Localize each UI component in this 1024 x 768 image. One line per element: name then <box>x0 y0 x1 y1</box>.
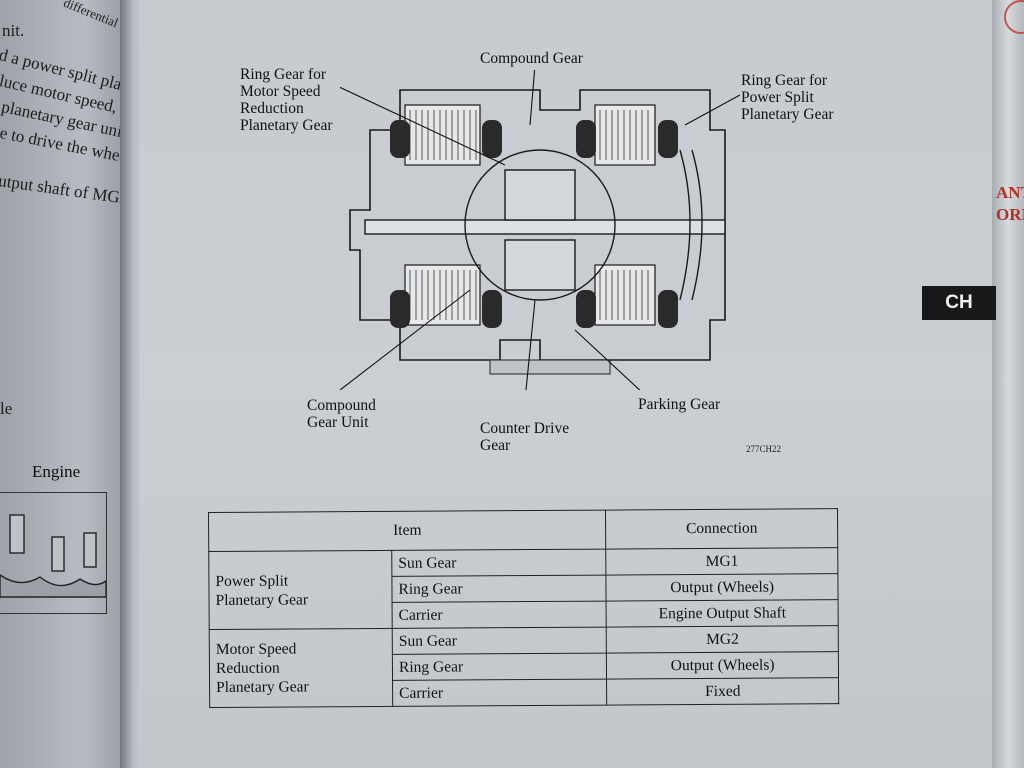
part-cell: Sun Gear <box>391 549 607 577</box>
table-header-row: Item Connection <box>208 508 838 552</box>
left-text-line: le <box>0 399 13 418</box>
connection-cell: MG1 <box>606 547 838 576</box>
callout-line: Gear Unit <box>307 414 369 431</box>
callout-compound-gear: Compound Gear <box>480 50 583 67</box>
left-text-line: utput shaft of MG2, <box>0 170 134 209</box>
figure-code: 277CH22 <box>746 444 782 454</box>
header-item: Item <box>208 510 607 552</box>
connection-cell: MG2 <box>606 625 839 654</box>
connection-cell: Engine Output Shaft <box>606 599 839 628</box>
group-power-split: Power Split Planetary Gear <box>208 550 393 630</box>
callout-line: Planetary Gear <box>741 106 834 123</box>
section-tab-ch[interactable]: CH <box>922 286 996 320</box>
callout-parking-gear: Parking Gear <box>638 396 721 413</box>
fragment-line: ORI <box>996 205 1024 224</box>
part-cell: Ring Gear <box>392 653 607 681</box>
callout-line: Ring Gear for <box>240 66 327 83</box>
connection-cell: Output (Wheels) <box>606 651 839 680</box>
fragment-line: ANT <box>996 183 1024 202</box>
group-name-line: Reduction <box>215 659 280 677</box>
engine-illustration <box>0 514 107 598</box>
table-row: Power Split Planetary Gear Sun Gear MG1 <box>208 547 838 630</box>
left-facing-page: differential nit. d a power split plane … <box>0 0 140 768</box>
callout-line: Ring Gear for <box>741 72 828 89</box>
part-cell: Sun Gear <box>392 627 607 655</box>
callout-line: Power Split <box>741 89 814 106</box>
part-cell: Ring Gear <box>391 575 607 603</box>
callout-line: Compound <box>307 397 376 414</box>
callout-line: Motor Speed <box>240 83 321 100</box>
group-name-line: Planetary Gear <box>216 678 309 696</box>
connection-cell: Fixed <box>606 677 839 706</box>
connection-cell: Output (Wheels) <box>606 573 839 602</box>
callout-line: Counter Drive <box>480 420 570 437</box>
right-page-fragment: ANT ORI <box>996 182 1024 226</box>
callout-line: Gear <box>480 437 511 454</box>
callout-line: Reduction <box>240 100 304 117</box>
gear-connection-table: Item Connection Power Split Planetary Ge… <box>208 508 839 708</box>
group-motor-speed-reduction: Motor Speed Reduction Planetary Gear <box>209 628 393 708</box>
left-text-line: differential <box>61 0 121 31</box>
right-page-edge <box>992 0 1024 768</box>
part-cell: Carrier <box>392 601 607 629</box>
transaxle-cross-section-diagram <box>340 70 740 390</box>
part-cell: Carrier <box>392 679 608 707</box>
header-connection: Connection <box>605 508 838 550</box>
table-row: Motor Speed Reduction Planetary Gear Sun… <box>209 625 839 708</box>
group-name-line: Power Split <box>215 572 289 590</box>
engine-label: Engine <box>32 462 81 481</box>
left-text-line: nit. <box>2 21 25 40</box>
group-name-line: Motor Speed <box>215 640 297 658</box>
engine-illustration-box <box>0 492 107 614</box>
group-name-line: Planetary Gear <box>215 590 309 609</box>
callout-line: Planetary Gear <box>240 117 333 134</box>
